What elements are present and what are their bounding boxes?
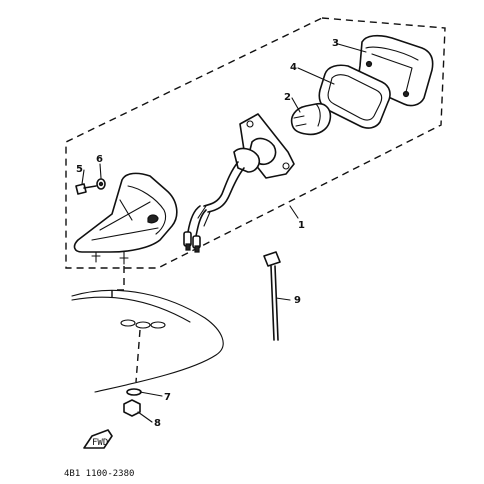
assembly-boundary xyxy=(65,17,446,269)
housing-part xyxy=(73,172,178,265)
callout-8: 8 xyxy=(154,418,161,429)
washer-part xyxy=(96,178,106,190)
bolt-part xyxy=(75,183,97,195)
callout-9: 9 xyxy=(294,295,301,306)
callout-4: 4 xyxy=(290,62,297,73)
washer-7-part xyxy=(126,388,142,396)
callout-6: 6 xyxy=(96,154,103,165)
callout-5: 5 xyxy=(76,164,83,175)
fender-outline xyxy=(71,289,224,393)
fwd-arrow-icon: FWD xyxy=(83,429,113,449)
callout-7: 7 xyxy=(164,392,171,403)
bulb-part xyxy=(290,102,332,136)
fastener-dashed-path xyxy=(111,266,141,383)
cable-tie-part xyxy=(263,251,281,341)
callout-3: 3 xyxy=(332,38,339,49)
socket-assembly xyxy=(183,113,295,253)
fender-edge xyxy=(71,296,191,323)
part-number: 4B1 1100-2380 xyxy=(64,469,134,479)
callout-1: 1 xyxy=(298,220,305,231)
nut-part xyxy=(123,399,141,417)
callout-labels: 3 4 2 1 5 6 9 7 8 xyxy=(76,38,339,429)
leader-lines xyxy=(81,43,367,423)
mounting-holes xyxy=(120,319,166,329)
callout-2: 2 xyxy=(284,92,291,103)
fwd-label: FWD xyxy=(92,438,108,448)
